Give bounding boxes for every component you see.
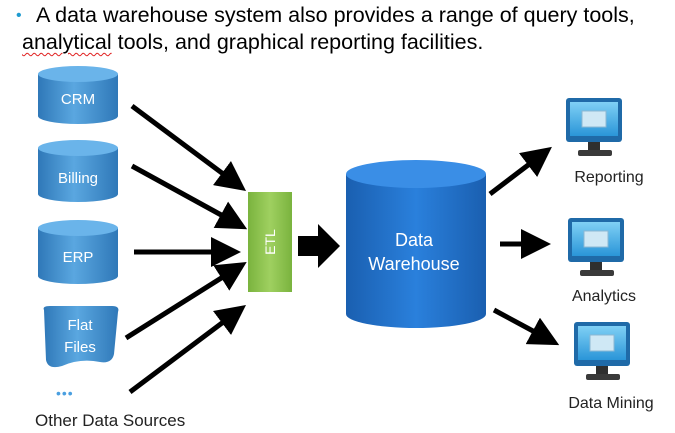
data-warehouse-cylinder: Data Warehouse [346, 160, 486, 328]
source-erp: ERP [38, 220, 118, 284]
source-crm-label: CRM [61, 91, 95, 108]
bullet-text-part-2: tools, and graphical reporting facilitie… [111, 30, 484, 54]
source-erp-label: ERP [63, 249, 94, 266]
arrow-files-etl [124, 262, 247, 341]
warehouse-label-2: Warehouse [368, 254, 459, 274]
etl-box: ETL [248, 192, 292, 292]
arrow-to-data-mining [492, 307, 560, 346]
other-data-sources-label: Other Data Sources [35, 411, 185, 430]
warehouse-label-1: Data [395, 230, 434, 250]
monitor-icon [566, 98, 622, 156]
source-arrows [124, 103, 248, 394]
data-mining-label: Data Mining [568, 395, 653, 412]
spellcheck-flagged-word[interactable]: analytical [22, 30, 112, 54]
monitor-icon [574, 322, 630, 380]
output-arrows [488, 146, 560, 346]
source-flat-files: Flat Files [43, 306, 119, 368]
monitor-icon [568, 218, 624, 276]
arrow-other-etl [128, 305, 246, 394]
arrow-billing-etl [130, 163, 248, 230]
etl-label: ETL [262, 229, 278, 255]
bullet-text-part-1: A data warehouse system also provides a … [36, 3, 635, 27]
arrow-crm-etl [130, 103, 247, 191]
source-crm: CRM [38, 66, 118, 124]
arrow-to-reporting [488, 146, 552, 196]
bullet-text: A data warehouse system also provides a … [22, 3, 635, 54]
bullet-marker-icon: • [16, 7, 22, 24]
source-billing-label: Billing [58, 170, 98, 187]
ellipsis-icon: ••• [56, 385, 74, 401]
source-flat-files-label-2: Files [64, 339, 96, 356]
etl-to-warehouse-arrow [298, 224, 340, 268]
reporting-label: Reporting [574, 169, 643, 186]
bullet-point: • A data warehouse system also provides … [16, 2, 662, 56]
source-flat-files-label-1: Flat [67, 317, 93, 334]
source-billing: Billing [38, 140, 118, 202]
analytics-label: Analytics [572, 288, 636, 305]
